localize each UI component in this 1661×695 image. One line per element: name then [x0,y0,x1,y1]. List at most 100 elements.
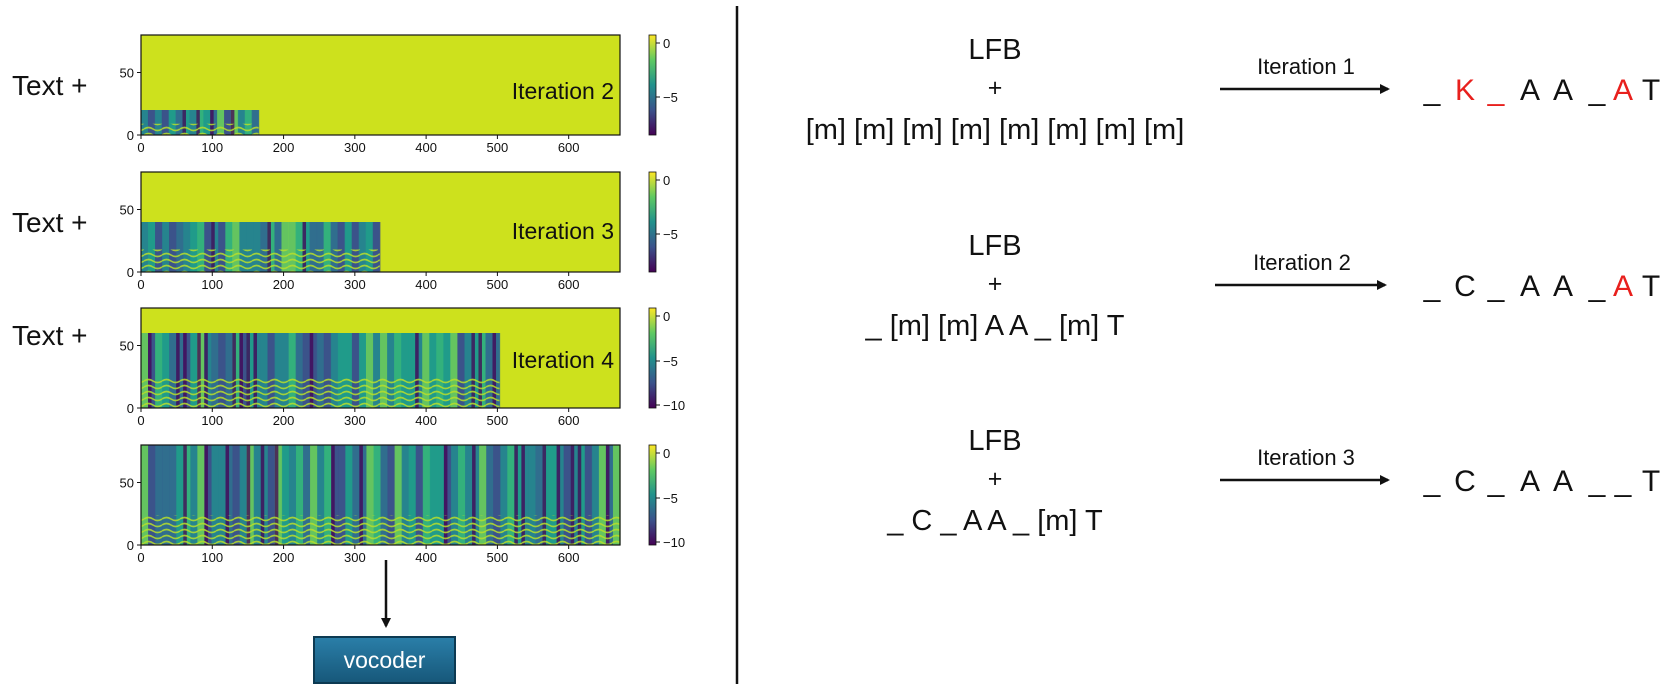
plus-sign: + [988,465,1003,493]
arrow-iteration-label: Iteration 2 [1253,250,1351,275]
x-tick-label: 100 [201,413,223,428]
error-token: A [1613,74,1633,107]
y-tick-label: 0 [127,538,134,553]
text-prefix-label: Text + [12,207,87,238]
output-token: A [1520,74,1540,107]
output-token: _ [1588,74,1607,107]
iteration-label: Iteration 2 [512,78,614,104]
x-tick-label: 500 [487,140,509,155]
x-tick-label: 500 [487,413,509,428]
error-token: _ [1487,74,1506,107]
x-tick-label: 200 [273,550,295,565]
axes-frame [140,34,621,136]
error-token: A [1613,270,1633,303]
lfb-label: LFB [968,425,1021,457]
x-tick-label: 0 [137,550,144,565]
colorbar-tick-label: −5 [663,227,678,242]
output-token: C [1454,270,1476,303]
colorbar-tick-label: −10 [663,535,685,550]
text-prefix-label: Text + [12,320,87,351]
generated-spectrogram [141,222,381,272]
x-tick-label: 300 [344,413,366,428]
x-tick-label: 0 [137,140,144,155]
masked-input-sequence: [m] [m] [m] [m] [m] [m] [m] [m] [806,114,1185,146]
output-token: _ [1423,270,1442,303]
y-tick-label: 50 [120,203,134,218]
axes-frame [140,171,621,273]
output-token: _ [1423,74,1442,107]
output-token: _ [1588,270,1607,303]
x-tick-label: 400 [415,277,437,292]
y-tick-label: 0 [127,401,134,416]
x-tick-label: 600 [558,413,580,428]
axes-frame [140,444,621,546]
iteration-label: Iteration 3 [512,218,614,244]
x-tick-label: 100 [201,140,223,155]
text-prefix-label: Text + [12,70,87,101]
lfb-label: LFB [968,230,1021,262]
x-tick-label: 100 [201,550,223,565]
x-tick-label: 0 [137,277,144,292]
colorbar-tick-label: −5 [663,90,678,105]
colorbar [648,34,657,136]
y-tick-label: 0 [127,265,134,280]
iteration-row: LFB+[m] [m] [m] [m] [m] [m] [m] [m]Itera… [806,34,1660,146]
lfb-label: LFB [968,34,1021,66]
generated-spectrogram [141,110,260,135]
generated-spectrogram [141,333,501,408]
x-tick-label: 600 [558,277,580,292]
output-token: _ [1588,465,1607,498]
masked-input-sequence: _ C _ A A _ [m] T [886,505,1103,537]
x-tick-label: 400 [415,140,437,155]
x-tick-label: 600 [558,550,580,565]
output-token: A [1520,465,1540,498]
x-tick-label: 200 [273,140,295,155]
output-token: _ [1487,465,1506,498]
output-token: T [1642,465,1660,498]
arrow-iteration-label: Iteration 1 [1257,54,1355,79]
axes-frame [140,307,621,409]
colorbar-tick-label: 0 [663,309,670,324]
x-tick-label: 500 [487,277,509,292]
output-token: T [1642,74,1660,107]
arrow-iteration-label: Iteration 3 [1257,445,1355,470]
colorbar [648,444,657,546]
colorbar-tick-label: 0 [663,446,670,461]
x-tick-label: 500 [487,550,509,565]
x-tick-label: 100 [201,277,223,292]
colorbar [648,307,657,409]
output-token: _ [1423,465,1442,498]
output-token: T [1642,270,1660,303]
output-token: _ [1487,270,1506,303]
x-tick-label: 0 [137,413,144,428]
generated-spectrogram [141,445,621,545]
x-tick-label: 200 [273,277,295,292]
error-token: K [1455,74,1475,107]
output-token: A [1553,465,1573,498]
y-tick-label: 50 [120,476,134,491]
colorbar-tick-label: −10 [663,398,685,413]
output-token: _ [1614,465,1633,498]
output-token: A [1520,270,1540,303]
vocoder-label: vocoder [343,646,426,673]
y-tick-label: 0 [127,128,134,143]
x-tick-label: 300 [344,140,366,155]
vocoder-block: vocoder [313,636,456,684]
y-tick-label: 50 [120,339,134,354]
colorbar-tick-label: −5 [663,354,678,369]
colorbar [648,171,657,273]
x-tick-label: 600 [558,140,580,155]
x-tick-label: 400 [415,550,437,565]
y-tick-label: 50 [120,66,134,81]
x-tick-label: 400 [415,413,437,428]
iteration-label: Iteration 4 [512,347,614,373]
x-tick-label: 200 [273,413,295,428]
